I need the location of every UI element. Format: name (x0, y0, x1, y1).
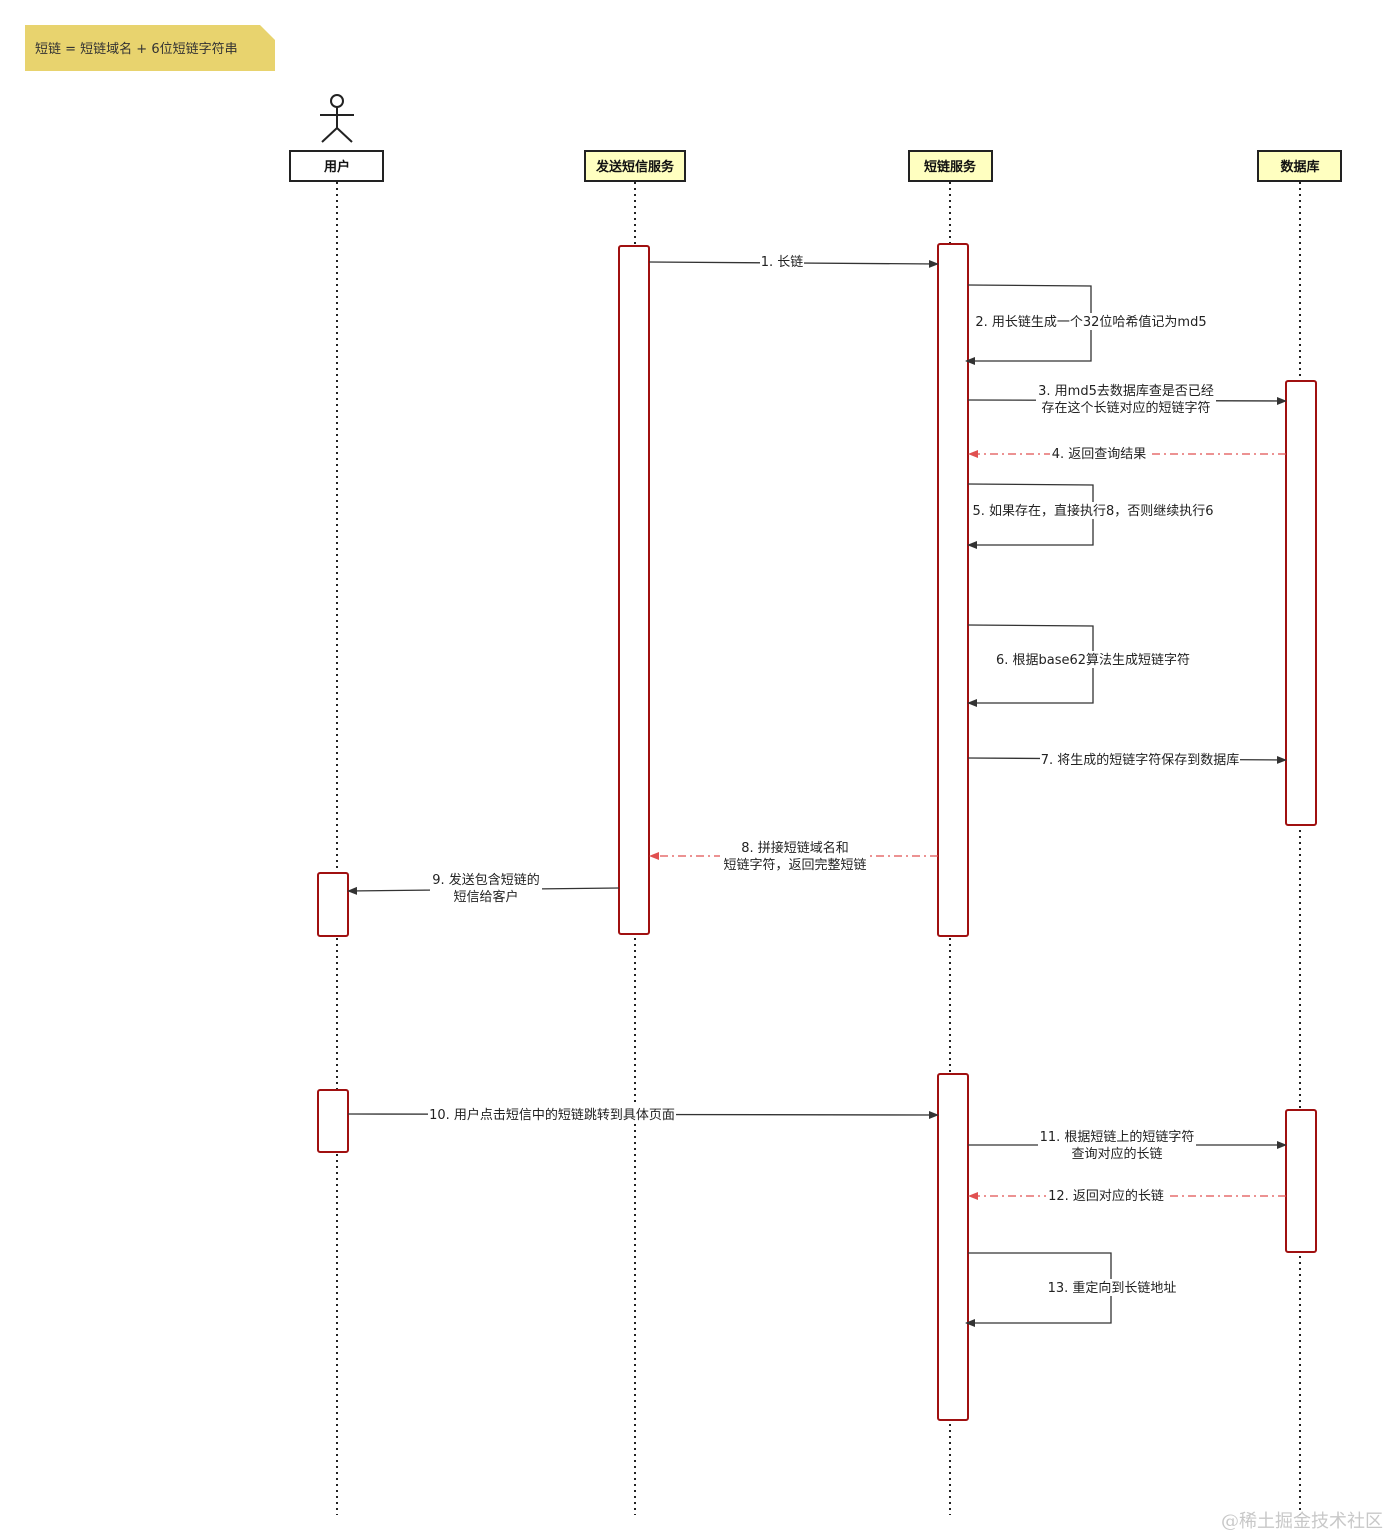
message-label-m8: 8. 拼接短链域名和 短链字符，返回完整短链 (720, 839, 870, 873)
message-label-line: 短信给客户 (453, 889, 518, 905)
message-labels: 1. 长链 2. 用长链生成一个32位哈希值记为md5 3. 用md5去数据库查… (428, 253, 1240, 1296)
message-label-line: 5. 如果存在，直接执行8，否则继续执行6 (972, 503, 1213, 519)
lifeline-header-user: 用户 (289, 150, 384, 182)
message-label-m10: 10. 用户点击短信中的短链跳转到具体页面 (428, 1106, 676, 1123)
message-label-m3: 3. 用md5去数据库查是否已经 存在这个长链对应的短链字符 (1036, 382, 1216, 416)
message-label-m12: 12. 返回对应的长链 (1046, 1187, 1166, 1204)
lifeline-label: 发送短信服务 (595, 159, 675, 175)
message-label-line: 13. 重定向到长链地址 (1048, 1280, 1177, 1296)
message-label-line: 9. 发送包含短链的 (432, 872, 540, 888)
message-label-m7: 7. 将生成的短链字符保存到数据库 (1040, 751, 1240, 768)
message-label-line: 8. 拼接短链域名和 (741, 840, 849, 856)
message-label-line: 短链字符，返回完整短链 (723, 857, 866, 873)
activation-sms (618, 245, 650, 935)
note-text: 短链 = 短链域名 + 6位短链字符串 (35, 41, 238, 57)
actor-icon (320, 94, 354, 143)
message-label-line: 12. 返回对应的长链 (1048, 1188, 1164, 1204)
note: 短链 = 短链域名 + 6位短链字符串 (25, 25, 275, 71)
watermark: @稀土掘金技术社区 (1221, 1511, 1383, 1532)
activation-short-2 (937, 1073, 969, 1421)
message-label-m5: 5. 如果存在，直接执行8，否则继续执行6 (972, 502, 1214, 519)
message-label-m6: 6. 根据base62算法生成短链字符 (996, 651, 1190, 668)
message-label-m4: 4. 返回查询结果 (1050, 445, 1148, 462)
message-label-line: 4. 返回查询结果 (1052, 447, 1147, 462)
message-label-m1: 1. 长链 (760, 253, 804, 270)
message-label-m9: 9. 发送包含短链的 短信给客户 (430, 871, 542, 905)
message-label-line: 2. 用长链生成一个32位哈希值记为md5 (975, 314, 1206, 330)
message-label-line: 3. 用md5去数据库查是否已经 (1038, 383, 1214, 399)
message-label-line: 存在这个长链对应的短链字符 (1041, 400, 1210, 416)
message-label-line: 查询对应的长链 (1071, 1146, 1162, 1162)
lifeline-header-sms: 发送短信服务 (584, 150, 686, 182)
activation-user-1 (317, 872, 349, 937)
activation-user-2 (317, 1089, 349, 1153)
lifeline-header-db: 数据库 (1257, 150, 1342, 182)
message-label-line: 7. 将生成的短链字符保存到数据库 (1041, 752, 1240, 768)
lifeline-label: 数据库 (1280, 159, 1319, 175)
lifeline-header-short: 短链服务 (908, 150, 993, 182)
message-label-m13: 13. 重定向到长链地址 (1045, 1279, 1179, 1296)
message-label-line: 10. 用户点击短信中的短链跳转到具体页面 (429, 1107, 675, 1123)
activation-db-2 (1285, 1109, 1317, 1253)
message-label-line: 6. 根据base62算法生成短链字符 (996, 652, 1190, 668)
activation-db-1 (1285, 380, 1317, 826)
lifeline-label: 用户 (323, 159, 350, 175)
message-arrows (347, 259, 1287, 1327)
activations (317, 243, 1317, 1421)
message-label-m11: 11. 根据短链上的短链字符 查询对应的长链 (1038, 1128, 1196, 1162)
activation-short-1 (937, 243, 969, 937)
lifeline-label: 短链服务 (924, 159, 977, 175)
message-label-line: 11. 根据短链上的短链字符 (1040, 1129, 1195, 1145)
message-label-m2: 2. 用长链生成一个32位哈希值记为md5 (975, 313, 1207, 330)
message-label-line: 1. 长链 (761, 255, 804, 270)
